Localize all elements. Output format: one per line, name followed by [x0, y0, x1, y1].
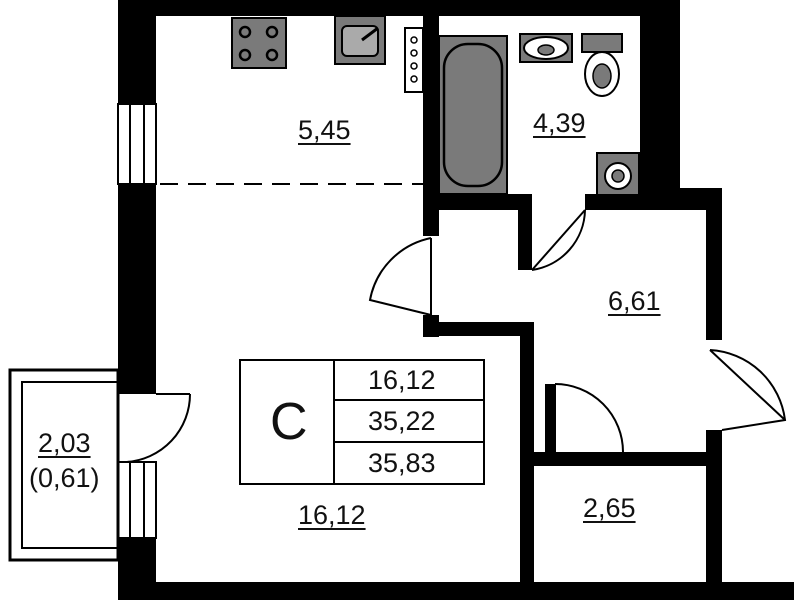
- sink-icon: [334, 15, 386, 65]
- balcony-area-label: 2,03: [38, 428, 91, 458]
- summary-living-area: 16,12: [368, 365, 436, 395]
- toilet-icon: [581, 33, 623, 97]
- living-area-label: 16,12: [298, 500, 366, 530]
- washbasin-icon: [519, 33, 573, 63]
- radiator-icon: [404, 27, 424, 93]
- bathroom-area-label: 4,39: [533, 108, 586, 138]
- bathtub-icon: [438, 35, 508, 195]
- balcony-reduced-area-label: (0,61): [29, 463, 100, 493]
- summary-box: [239, 359, 485, 485]
- summary-total-area: 35,22: [368, 406, 436, 436]
- apartment-type-letter: C: [270, 393, 308, 451]
- hall-area-label: 6,61: [608, 286, 661, 316]
- doors: [125, 209, 787, 463]
- balcony: [8, 368, 120, 562]
- summary-total-with-balcony: 35,83: [368, 448, 436, 478]
- kitchen-area-label: 5,45: [298, 115, 351, 145]
- walls: [118, 0, 794, 600]
- washing-machine-icon: [596, 152, 640, 196]
- storage-area-label: 2,65: [583, 493, 636, 523]
- stove-icon: [231, 17, 287, 69]
- windows: [117, 103, 157, 539]
